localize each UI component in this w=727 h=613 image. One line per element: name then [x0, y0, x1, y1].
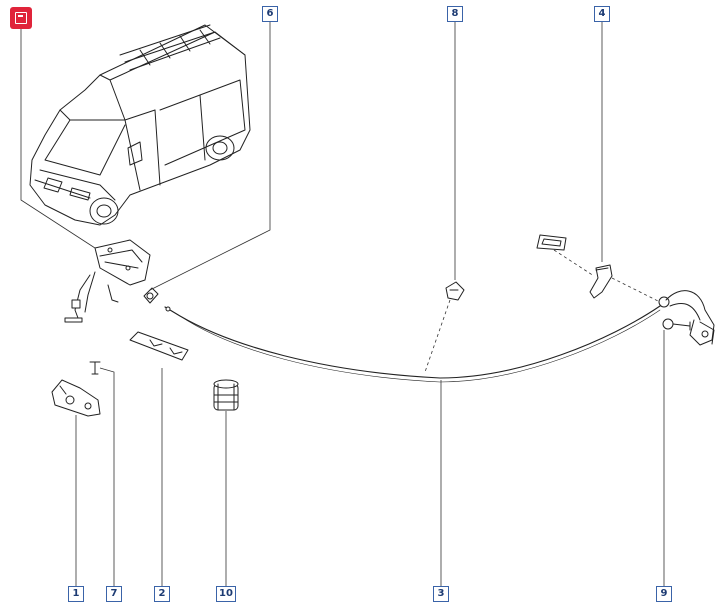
leader-line-8-dashed — [424, 299, 451, 373]
callout-1[interactable]: 1 — [68, 586, 84, 602]
clip-part-8 — [445, 281, 465, 301]
latch-assembly — [64, 239, 151, 323]
leader-line-7 — [99, 367, 115, 586]
leader-line-badge — [20, 29, 96, 249]
cable-part-3 — [164, 305, 661, 379]
callout-9[interactable]: 9 — [656, 586, 672, 602]
leader-line-4b-dashed — [611, 277, 661, 303]
van-illustration — [29, 24, 251, 226]
gasket-part — [536, 234, 567, 251]
callout-2[interactable]: 2 — [154, 586, 170, 602]
callout-8[interactable]: 8 — [447, 6, 463, 22]
grommet-part — [143, 287, 159, 304]
lower-latch-part-1 — [51, 379, 101, 417]
page-icon[interactable] — [10, 7, 32, 29]
release-mechanism — [658, 290, 715, 346]
callout-4[interactable]: 4 — [594, 6, 610, 22]
leader-line-6 — [149, 22, 271, 291]
bracket-part-2 — [129, 331, 189, 361]
cylinder-part-10 — [213, 379, 239, 411]
screw-part-9 — [662, 318, 691, 331]
callout-3[interactable]: 3 — [433, 586, 449, 602]
callout-10[interactable]: 10 — [216, 586, 236, 602]
callout-7[interactable]: 7 — [106, 586, 122, 602]
callout-6[interactable]: 6 — [262, 6, 278, 22]
leader-line-4-dashed — [553, 249, 595, 277]
handle-part-4 — [589, 264, 613, 299]
screw-part-7 — [89, 361, 101, 375]
